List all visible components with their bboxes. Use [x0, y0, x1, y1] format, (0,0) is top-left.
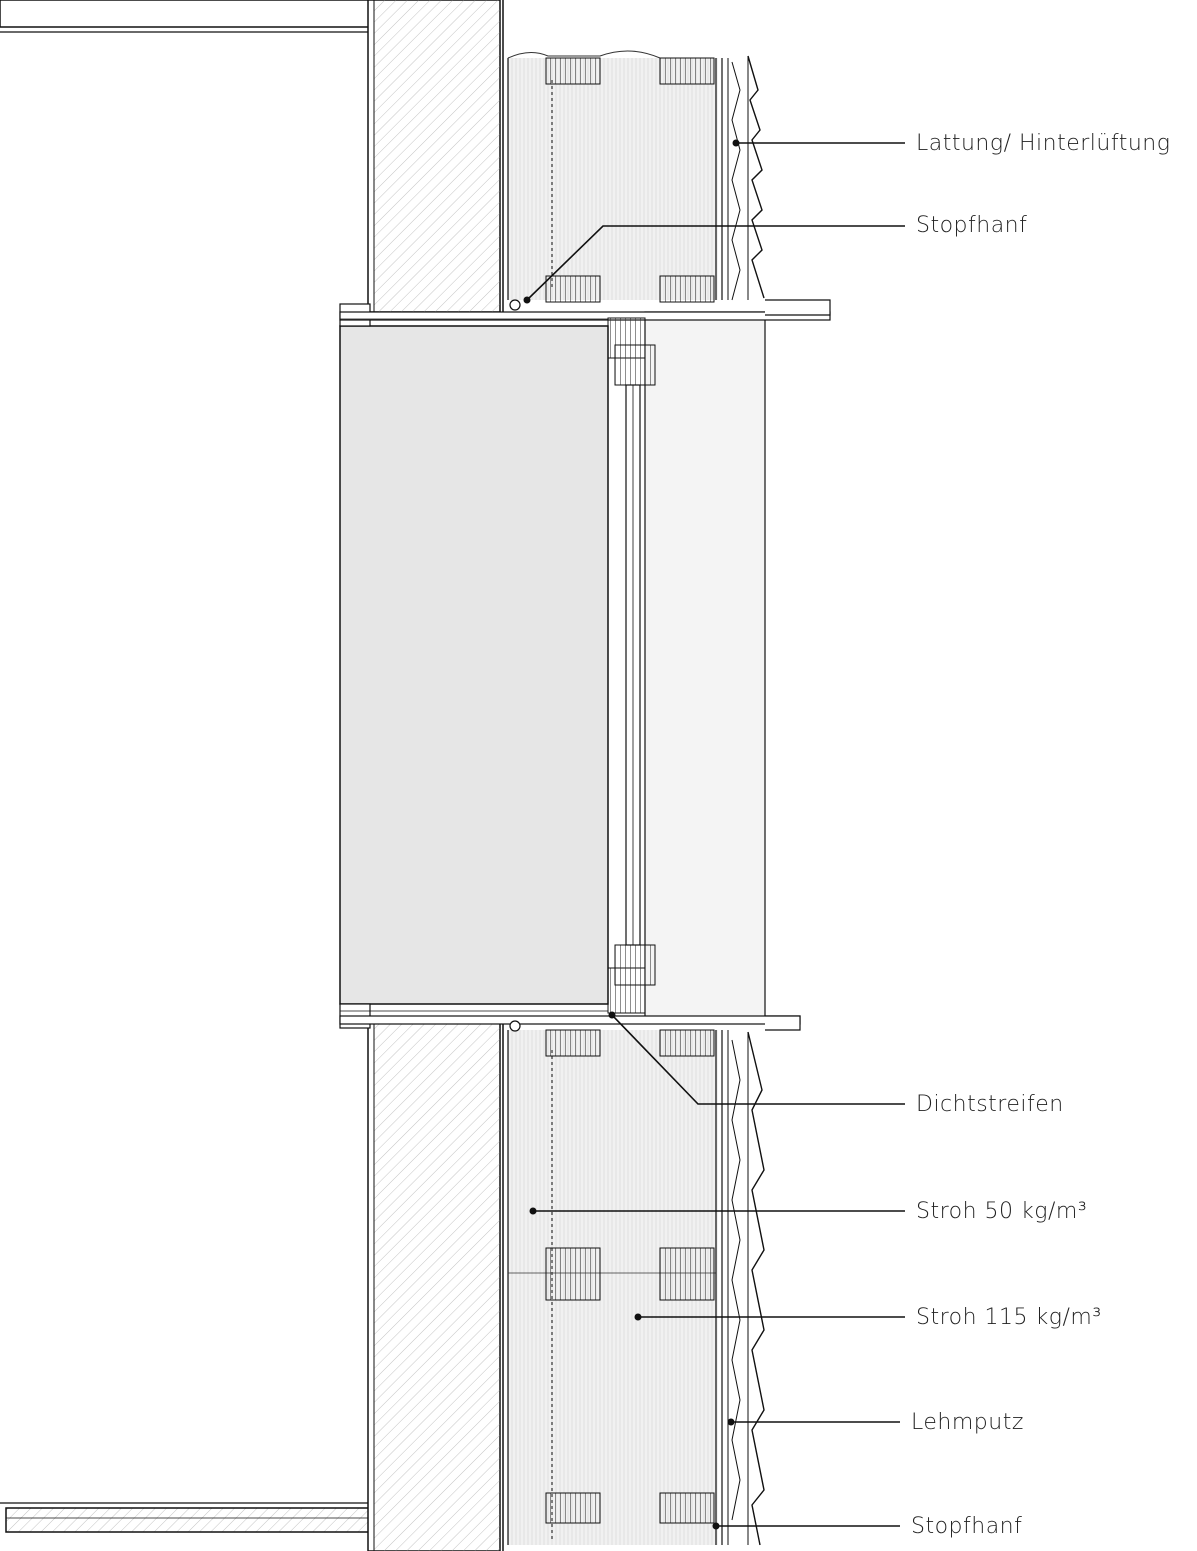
window-reveal	[339, 299, 831, 1031]
label-lehmputz: Lehmputz	[911, 1410, 1024, 1435]
exterior-layers-bottom	[715, 1030, 765, 1546]
straw-insulation-top	[507, 50, 718, 300]
leader-lattung	[732, 139, 905, 147]
window-frame	[607, 317, 656, 1014]
timber-studs	[545, 57, 715, 1524]
label-lattung: Lattung/ Hinterlüftung	[916, 131, 1170, 156]
sealing-strips	[509, 299, 521, 1032]
exterior-layers-top	[715, 55, 765, 301]
label-stroh-115: Stroh 115 kg/m³	[916, 1305, 1102, 1330]
leader-dichtstreifen	[608, 1011, 905, 1105]
leader-stroh-115	[634, 1313, 905, 1321]
leader-stopfhanf-top	[523, 225, 905, 304]
label-stopfhanf-bottom: Stopfhanf	[911, 1514, 1022, 1539]
label-stroh-50: Stroh 50 kg/m³	[916, 1199, 1087, 1224]
leader-stroh-50	[529, 1207, 905, 1215]
label-dichtstreifen: Dichtstreifen	[916, 1092, 1064, 1117]
leader-lehmputz	[727, 1418, 900, 1426]
leader-stopfhanf-bottom	[712, 1522, 900, 1530]
label-stopfhanf-top: Stopfhanf	[916, 213, 1027, 238]
